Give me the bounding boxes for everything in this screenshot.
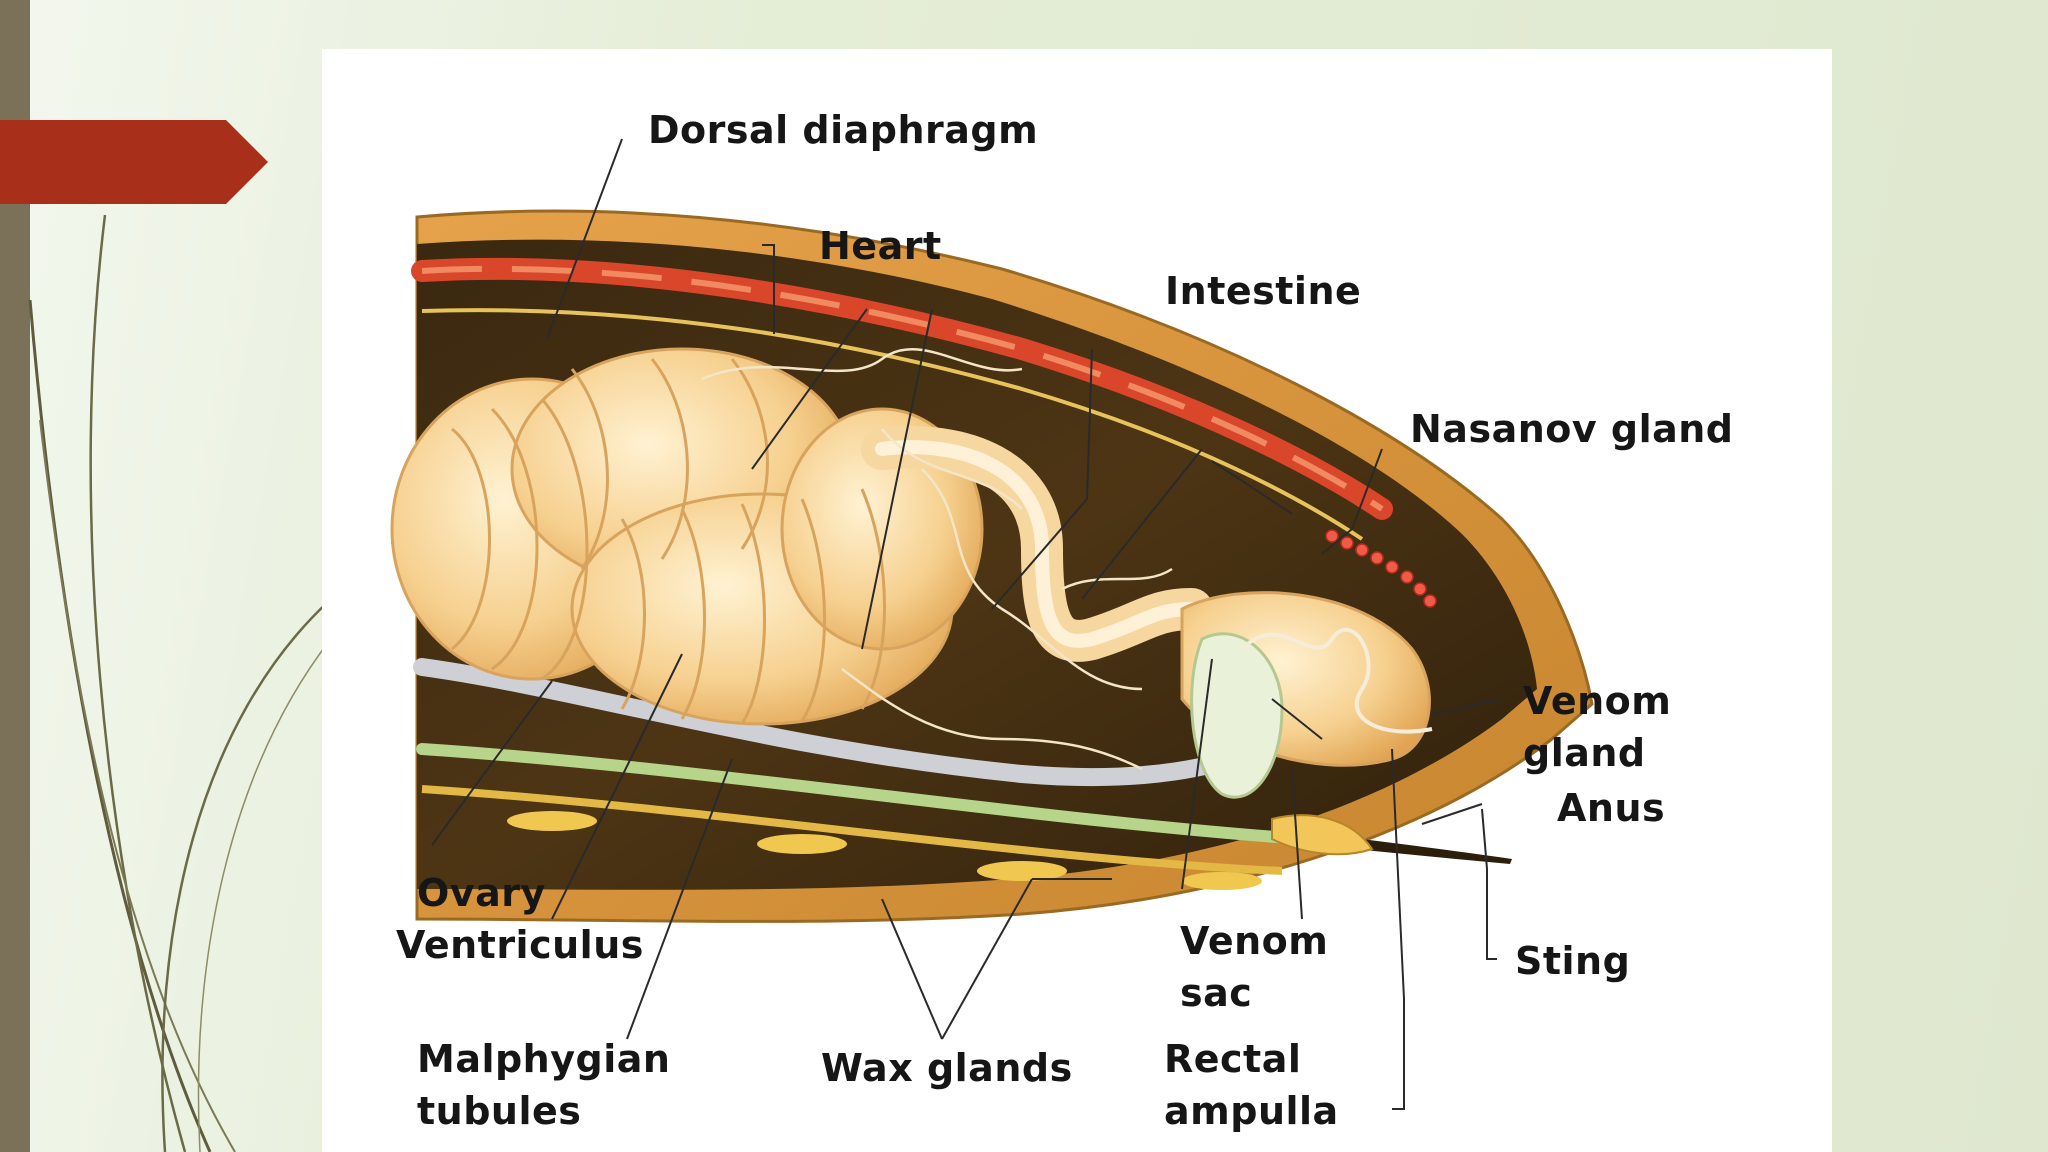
label-sting: Sting bbox=[1515, 939, 1631, 983]
label-dorsal-diaphragm: Dorsal diaphragm bbox=[648, 108, 1039, 152]
nasanov-gland-dots bbox=[1325, 529, 1437, 608]
bee-abdomen-diagram: Dorsal diaphragm Heart Intestine Nasanov… bbox=[322, 49, 1832, 1152]
wax-gland-plates bbox=[507, 811, 1262, 890]
label-ovary: Ovary bbox=[417, 871, 546, 915]
accent-arrow-tab bbox=[0, 120, 268, 204]
label-malphygian-line1: Malphygian bbox=[417, 1037, 671, 1081]
venom-sac bbox=[1190, 632, 1284, 799]
label-malphygian-line2: tubules bbox=[417, 1089, 582, 1133]
label-venom-gland-line2: gland bbox=[1523, 731, 1646, 775]
decorative-swooshes bbox=[28, 214, 331, 1152]
dorsal-diaphragm-line bbox=[421, 308, 1364, 541]
ventral-strip bbox=[416, 743, 1308, 845]
ventriculus bbox=[390, 347, 984, 726]
label-venom-sac-line1: Venom bbox=[1180, 919, 1329, 963]
label-nasanov-gland: Nasanov gland bbox=[1410, 407, 1734, 451]
malphygian-tubules bbox=[701, 348, 1173, 771]
label-rectal-ampulla-line2: ampulla bbox=[1164, 1089, 1339, 1133]
label-heart: Heart bbox=[819, 224, 942, 268]
label-rectal-ampulla-line1: Rectal bbox=[1164, 1037, 1302, 1081]
label-anus: Anus bbox=[1557, 786, 1666, 830]
label-wax-glands: Wax glands bbox=[821, 1046, 1073, 1090]
label-ventriculus: Ventriculus bbox=[396, 923, 644, 967]
label-venom-sac-line2: sac bbox=[1180, 971, 1253, 1015]
bee-abdomen-illustration bbox=[390, 138, 1594, 1110]
venom-gland-tubes bbox=[1240, 627, 1433, 734]
leader-lines bbox=[431, 138, 1503, 1110]
ovary-tube bbox=[413, 658, 1291, 787]
label-venom-gland-line1: Venom bbox=[1523, 679, 1672, 723]
label-intestine: Intestine bbox=[1165, 269, 1362, 313]
